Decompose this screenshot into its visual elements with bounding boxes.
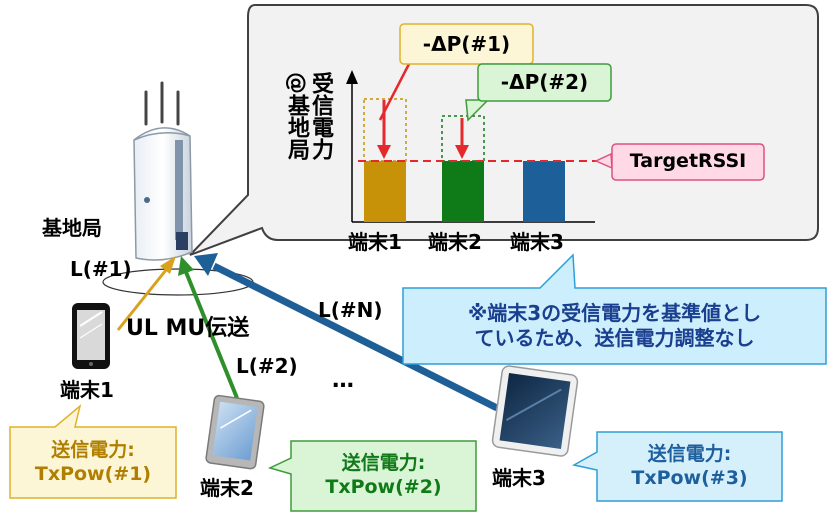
terminal1-phone-icon bbox=[72, 303, 110, 369]
delta2-callout-pointer bbox=[465, 99, 490, 122]
uplink-arrow-terminal3 bbox=[194, 253, 499, 412]
txpow3-title: 送信電力: bbox=[647, 442, 732, 465]
note-callout bbox=[402, 253, 827, 365]
txpow3-text: 送信電力: TxPow(#3) bbox=[597, 432, 782, 501]
txpow1-text: 送信電力: TxPow(#1) bbox=[10, 427, 176, 498]
txpow2-value: TxPow(#2) bbox=[325, 476, 442, 498]
link-label-1: L(#1) bbox=[70, 257, 132, 281]
terminal2-tablet-icon bbox=[205, 394, 265, 470]
chart-callout-panel bbox=[189, 4, 819, 256]
txpow3-value: TxPow(#3) bbox=[631, 466, 748, 489]
delta1-label: -ΔP(#1) bbox=[422, 31, 511, 56]
delta2-callout-box bbox=[477, 63, 612, 102]
txpow1-title: 送信電力: bbox=[51, 438, 135, 461]
uplink-arrow-terminal2 bbox=[178, 256, 239, 399]
base-station-label: 基地局 bbox=[42, 216, 102, 240]
bar-terminal2 bbox=[442, 161, 484, 222]
bar-terminal1 bbox=[364, 161, 406, 222]
terminal3-label: 端末3 bbox=[492, 466, 546, 490]
txpow2-title: 送信電力: bbox=[341, 452, 426, 475]
note-line-1: ※端末3の受信電力を基準値とし bbox=[467, 301, 762, 325]
access-point-icon bbox=[133, 81, 193, 261]
x-tick-terminal2: 端末2 bbox=[428, 230, 482, 254]
x-tick-terminal3: 端末3 bbox=[510, 230, 564, 254]
delta2-label: -ΔP(#2) bbox=[500, 70, 589, 94]
reduction-arrow-1 bbox=[377, 100, 391, 159]
txpow1-value: TxPow(#1) bbox=[34, 462, 152, 485]
txpow2-callout bbox=[267, 440, 477, 512]
link-label-n: L(#N) bbox=[318, 298, 383, 322]
uplink-arrow-terminal1 bbox=[116, 256, 176, 331]
ul-mu-label: UL MU伝送 bbox=[126, 316, 250, 341]
bar-terminal1-original-outline bbox=[363, 98, 407, 162]
link-label-2: L(#2) bbox=[236, 354, 298, 378]
txpow1-callout bbox=[9, 403, 177, 499]
more-terminals-ellipsis: … bbox=[332, 368, 354, 393]
target-rssi-box bbox=[611, 143, 765, 181]
delta1-callout-pointer bbox=[378, 63, 411, 121]
bar-terminal3 bbox=[523, 161, 565, 222]
note-text: ※端末3の受信電力を基準値とし ているため、送信電力調整なし bbox=[403, 288, 826, 364]
chart-y-axis-label: 受信電力 @基地局 bbox=[284, 72, 333, 160]
txpow2-text: 送信電力: TxPow(#2) bbox=[291, 441, 476, 511]
target-rssi-label: TargetRSSI bbox=[629, 150, 747, 173]
terminal3-tablet-icon bbox=[491, 365, 579, 457]
terminal1-label: 端末1 bbox=[60, 378, 114, 402]
delta1-callout-box bbox=[399, 23, 534, 65]
note-line-2: ているため、送信電力調整なし bbox=[474, 326, 755, 350]
reduction-arrow-2 bbox=[455, 118, 469, 159]
terminal2-label: 端末2 bbox=[200, 476, 254, 500]
txpow3-callout bbox=[571, 431, 783, 502]
x-tick-terminal1: 端末1 bbox=[348, 230, 402, 254]
